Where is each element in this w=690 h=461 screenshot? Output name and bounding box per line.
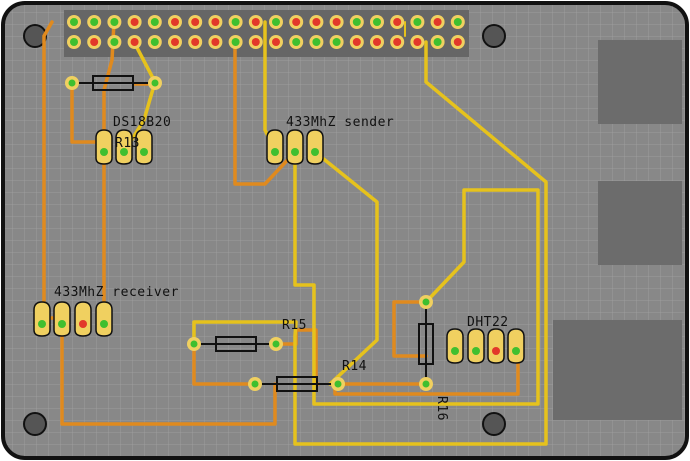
gpio-pin-core xyxy=(171,38,179,46)
gpio-pin-core xyxy=(231,18,240,26)
gpio-pin-core xyxy=(251,18,260,26)
dht22-pin-3-core xyxy=(492,347,500,355)
gpio-pin-core xyxy=(352,38,361,46)
usb-block-middle xyxy=(598,181,682,265)
gpio-pin-core xyxy=(70,18,78,26)
dht22-pin-4-core xyxy=(512,347,520,355)
ds18b20-pin-2 xyxy=(115,129,133,165)
gpio-pin-core xyxy=(110,38,119,46)
gpio-pin-core xyxy=(231,38,240,46)
ds18b20-pin-1 xyxy=(95,129,113,165)
gpio-pin-core xyxy=(251,38,260,46)
gpio-pin-core xyxy=(373,18,381,26)
ethernet-block xyxy=(553,320,682,420)
label-r15: R15 xyxy=(282,318,307,333)
gpio-pin-core xyxy=(130,38,139,46)
gpio-pin-core xyxy=(272,38,280,46)
receiver-pin-3 xyxy=(74,301,92,337)
gpio-pin-core xyxy=(90,18,99,26)
gpio-pin-core xyxy=(292,18,301,26)
receiver-pin-2 xyxy=(53,301,71,337)
gpio-pin-core xyxy=(110,18,119,26)
gpio-pin-core xyxy=(312,38,321,46)
resistor-r16-body xyxy=(418,295,434,391)
gpio-pin-core xyxy=(171,18,179,26)
gpio-pin-core xyxy=(433,18,442,26)
sender-pin-1-core xyxy=(271,148,279,156)
connectors xyxy=(33,129,525,364)
receiver-pin-4-core xyxy=(100,320,108,328)
mounting-hole-tr xyxy=(482,24,506,48)
gpio-pin-core xyxy=(191,18,200,26)
gpio-pin-core xyxy=(332,38,341,46)
ds18b20-pin-2-core xyxy=(120,148,128,156)
dht22-pin-4 xyxy=(507,328,525,364)
dht22-pin-2 xyxy=(467,328,485,364)
gpio-pin-core xyxy=(211,38,220,46)
gpio-pin-core xyxy=(70,38,78,46)
gpio-header xyxy=(67,15,465,49)
mounting-hole-br xyxy=(482,412,506,436)
label-433mhz-receiver: 433MhZ receiver xyxy=(54,285,179,300)
gpio-pin-core xyxy=(90,38,99,46)
gpio-pin-core xyxy=(130,18,139,26)
gpio-pin-core xyxy=(453,18,462,26)
gpio-pin-core xyxy=(191,38,200,46)
gpio-pin-core xyxy=(453,38,462,46)
sender-pin-2 xyxy=(286,129,304,165)
sender-pin-3-core xyxy=(311,148,319,156)
sender-pin-3 xyxy=(306,129,324,165)
gpio-pin-core xyxy=(332,18,341,26)
sender-pin-1 xyxy=(266,129,284,165)
dht22-pin-3 xyxy=(487,328,505,364)
ds18b20-pin-1-core xyxy=(100,148,108,156)
gpio-pin-core xyxy=(433,38,442,46)
gpio-pin-core xyxy=(393,18,402,26)
usb-block-top xyxy=(598,40,682,124)
gpio-pin-core xyxy=(413,38,422,46)
gpio-pin-core xyxy=(272,18,280,26)
gpio-pin-core xyxy=(211,18,220,26)
mounting-holes xyxy=(23,24,506,436)
receiver-pin-1 xyxy=(33,301,51,337)
label-ds18b20: DS18B20 xyxy=(113,115,171,130)
resistor-r14-body xyxy=(248,376,345,392)
ds18b20-pin-3 xyxy=(135,129,153,165)
gpio-pin-core xyxy=(373,38,381,46)
gpio-pin-core xyxy=(150,38,159,46)
dht22-pin-1 xyxy=(446,328,464,364)
label-r16: R16 xyxy=(434,396,449,421)
gpio-pin-core xyxy=(150,18,159,26)
gpio-pin-core xyxy=(352,18,361,26)
receiver-pin-2-core xyxy=(58,320,66,328)
resistor-r13-body xyxy=(65,75,162,91)
label-433mhz-sender: 433MhZ sender xyxy=(286,115,394,130)
gpio-pin-core xyxy=(312,18,321,26)
gpio-pin-core xyxy=(413,18,422,26)
receiver-pin-3-core xyxy=(79,320,87,328)
label-dht22: DHT22 xyxy=(467,315,509,330)
gpio-pin-core xyxy=(292,38,301,46)
label-r13: R13 xyxy=(115,136,140,151)
dht22-pin-2-core xyxy=(472,347,480,355)
sender-pin-2-core xyxy=(291,148,299,156)
dht22-pin-1-core xyxy=(451,347,459,355)
resistor-r15-body xyxy=(187,336,283,352)
ds18b20-pin-3-core xyxy=(140,148,148,156)
label-r14: R14 xyxy=(342,359,367,374)
gpio-pin-core xyxy=(393,38,402,46)
receiver-pin-4 xyxy=(95,301,113,337)
mounting-hole-bl xyxy=(23,412,47,436)
receiver-pin-1-core xyxy=(38,320,46,328)
